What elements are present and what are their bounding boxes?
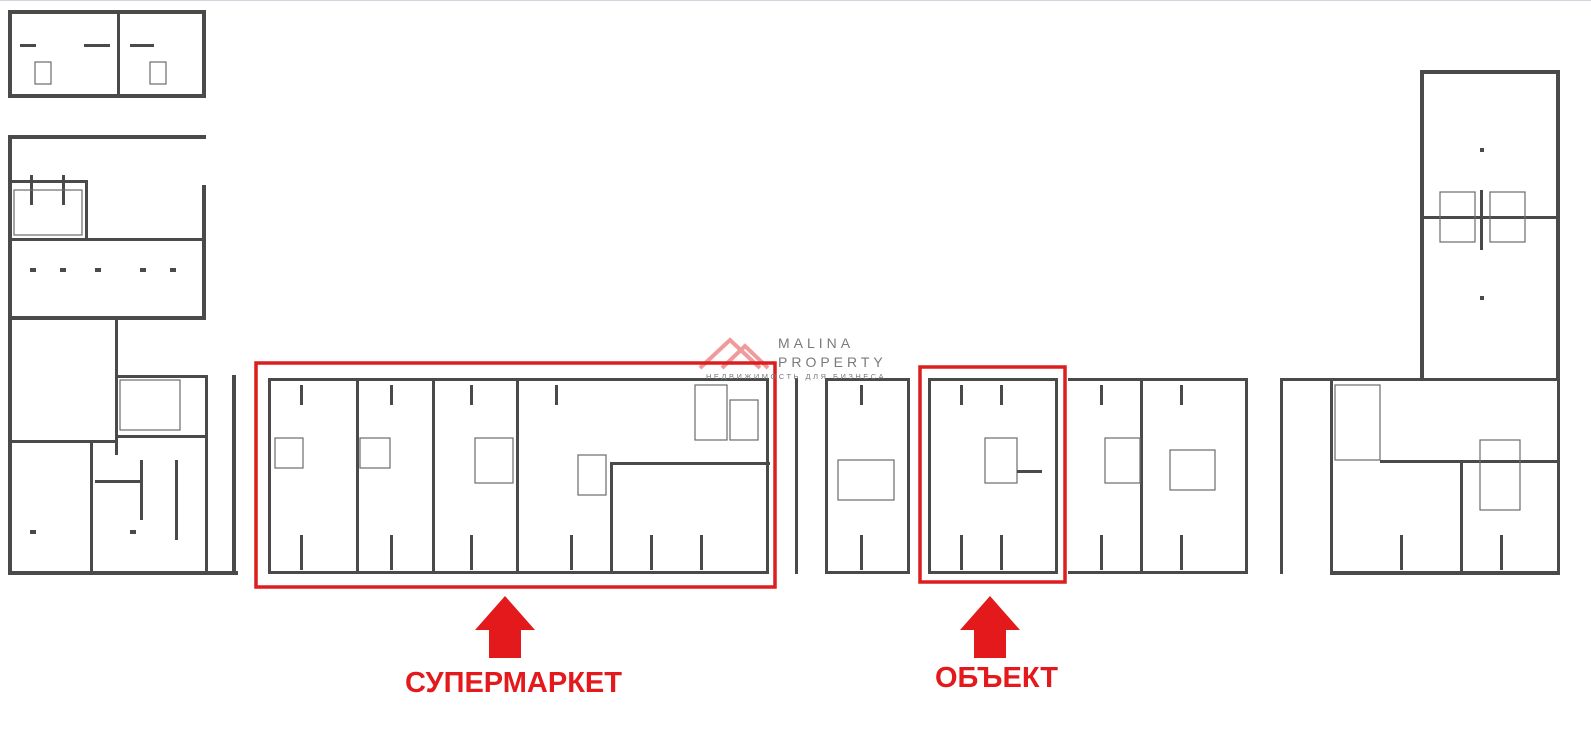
supermarket-block xyxy=(268,378,770,574)
watermark-line-3: НЕДВИЖИМОСТЬ ДЛЯ БИЗНЕСА xyxy=(706,372,887,381)
object-highlight xyxy=(918,365,1067,584)
supermarket-highlight xyxy=(254,361,777,589)
supermarket-label: СУПЕРМАРКЕТ xyxy=(405,667,622,699)
left-upper-block xyxy=(8,135,206,320)
object-block xyxy=(928,378,1058,574)
house-roof-logo xyxy=(698,337,770,370)
watermark-line-2: PROPERTY xyxy=(778,354,887,370)
up-arrow-icon xyxy=(960,596,1020,658)
right-lower-block xyxy=(1280,378,1560,575)
top-border xyxy=(0,0,1591,1)
right-tall-block xyxy=(1420,70,1560,380)
right-middle-block xyxy=(1068,378,1248,574)
left-lower-block xyxy=(8,320,238,575)
left-top-block xyxy=(8,10,206,98)
watermark-line-1: MALINA xyxy=(778,335,855,351)
middle-small-block xyxy=(795,378,910,574)
up-arrow-icon xyxy=(475,596,535,658)
object-label: ОБЪЕКТ xyxy=(935,662,1058,694)
